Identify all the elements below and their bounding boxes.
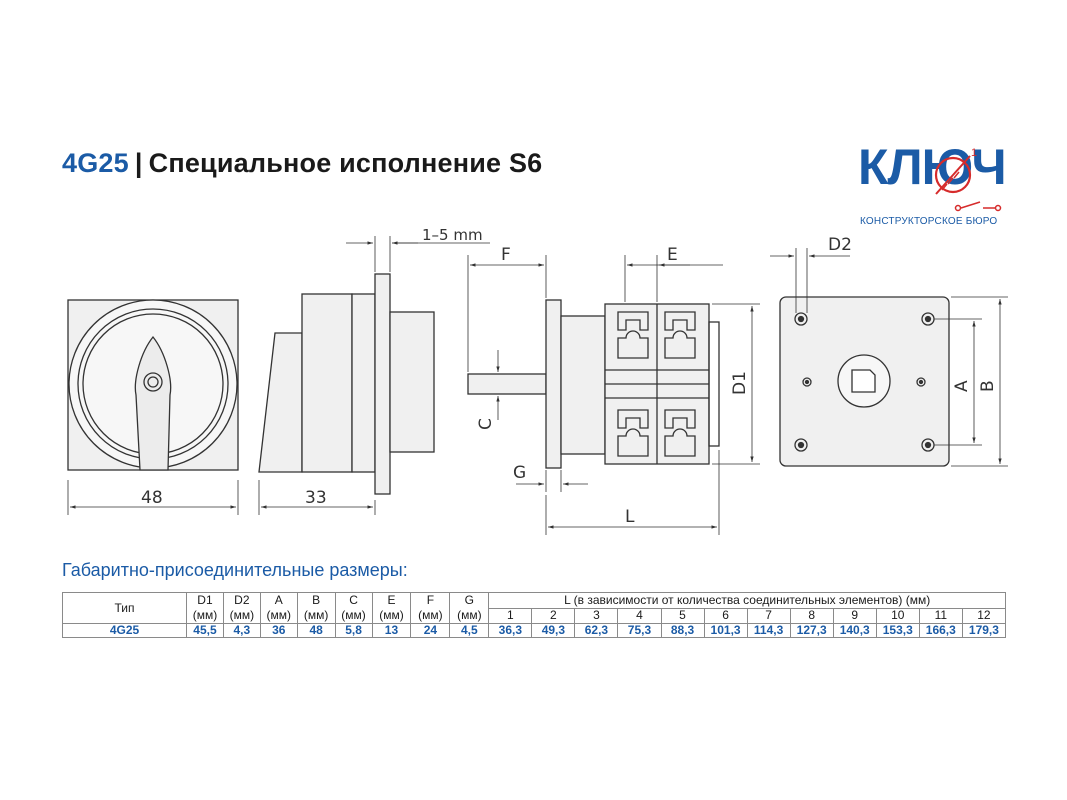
value-l: 166,3 xyxy=(918,623,963,638)
value-l: 62,3 xyxy=(574,623,619,638)
l-count: 12 xyxy=(961,607,1007,624)
l-count: 4 xyxy=(617,607,662,624)
value-d1: 45,5 xyxy=(186,623,224,638)
logo-key-icon: 1 xyxy=(934,147,1002,212)
title-separator: | xyxy=(134,148,143,178)
value-l: 36,3 xyxy=(488,623,533,638)
l-count: 2 xyxy=(531,607,576,624)
value-g: 4,5 xyxy=(449,623,490,638)
table-header-row: Тип D1(мм) D2(мм) A(мм) B(мм) C(мм) E(мм… xyxy=(61,592,1006,624)
table-row: 4G25 45,5 4,3 36 48 5,8 13 24 4,5 36,3 4… xyxy=(61,623,1007,638)
dim-label-g: G xyxy=(513,463,526,483)
logo-word: КЛЮЧ xyxy=(858,139,1007,195)
dim-label-l: L xyxy=(625,507,635,527)
col-header-d1: D1(мм) xyxy=(186,592,224,624)
side-view xyxy=(258,236,490,515)
brand-logo: КЛЮЧ 1 КОНСТРУКТОРСКОЕ БЮРО xyxy=(858,142,1008,232)
l-count: 6 xyxy=(703,607,748,624)
l-count: 11 xyxy=(918,607,963,624)
value-l: 140,3 xyxy=(832,623,877,638)
dim-label-e: E xyxy=(667,245,678,265)
value-l: 101,3 xyxy=(703,623,748,638)
col-header-b: B(мм) xyxy=(296,592,336,624)
value-b: 48 xyxy=(296,623,336,638)
value-f: 24 xyxy=(410,623,451,638)
page-title: 4G25|Специальное исполнение S6 xyxy=(62,148,542,179)
logo-subtitle: КОНСТРУКТОРСКОЕ БЮРО xyxy=(860,216,998,227)
dim-label-b: B xyxy=(978,380,998,392)
l-count: 3 xyxy=(574,607,619,624)
row-type: 4G25 xyxy=(61,623,188,638)
col-header-d2: D2(мм) xyxy=(222,592,261,624)
col-header-g: G(мм) xyxy=(449,592,490,624)
table-caption: Габаритно-присоединительные размеры: xyxy=(62,560,408,580)
dim-label-c: C xyxy=(476,418,496,430)
title-model: 4G25 xyxy=(62,148,129,178)
value-l: 114,3 xyxy=(746,623,791,638)
col-header-f: F(мм) xyxy=(410,592,451,624)
col-header-c: C(мм) xyxy=(334,592,373,624)
logo-mark: 1 xyxy=(971,147,977,159)
l-count: 5 xyxy=(660,607,705,624)
dimensions-table: Тип D1(мм) D2(мм) A(мм) B(мм) C(мм) E(мм… xyxy=(61,592,1007,638)
col-header-e: E(мм) xyxy=(371,592,412,624)
value-l: 88,3 xyxy=(660,623,705,638)
col-header-a: A(мм) xyxy=(259,592,298,624)
l-count: 7 xyxy=(746,607,791,624)
technical-drawing: 48 33 1–5 mm F E C G L D1 D2 A B xyxy=(67,226,1008,535)
value-e: 13 xyxy=(371,623,412,638)
dim-label-d2: D2 xyxy=(828,235,852,255)
value-l: 127,3 xyxy=(789,623,834,638)
value-l: 179,3 xyxy=(961,623,1007,638)
value-a: 36 xyxy=(259,623,298,638)
dim-label-f: F xyxy=(501,245,511,265)
l-count: 9 xyxy=(832,607,877,624)
value-c: 5,8 xyxy=(334,623,373,638)
value-l: 49,3 xyxy=(531,623,576,638)
value-d2: 4,3 xyxy=(222,623,261,638)
l-header: L (в зависимости от количества соедините… xyxy=(488,592,1006,609)
l-count: 1 xyxy=(488,607,533,624)
dim-label-33: 33 xyxy=(305,488,327,508)
dim-label-d1: D1 xyxy=(730,371,750,395)
profile-view xyxy=(467,255,760,535)
value-l: 75,3 xyxy=(617,623,662,638)
front-view xyxy=(67,299,239,515)
l-count: 8 xyxy=(789,607,834,624)
title-text: Специальное исполнение S6 xyxy=(148,148,543,178)
dim-label-48: 48 xyxy=(141,488,163,508)
dim-label-gap: 1–5 mm xyxy=(422,226,483,244)
rear-view xyxy=(770,248,1008,467)
value-l: 153,3 xyxy=(875,623,920,638)
l-count: 10 xyxy=(875,607,920,624)
dim-label-a: A xyxy=(952,380,972,392)
type-header: Тип xyxy=(61,592,188,624)
l-count-row: 1 2 3 4 5 6 7 8 9 10 11 12 xyxy=(63,607,1007,624)
